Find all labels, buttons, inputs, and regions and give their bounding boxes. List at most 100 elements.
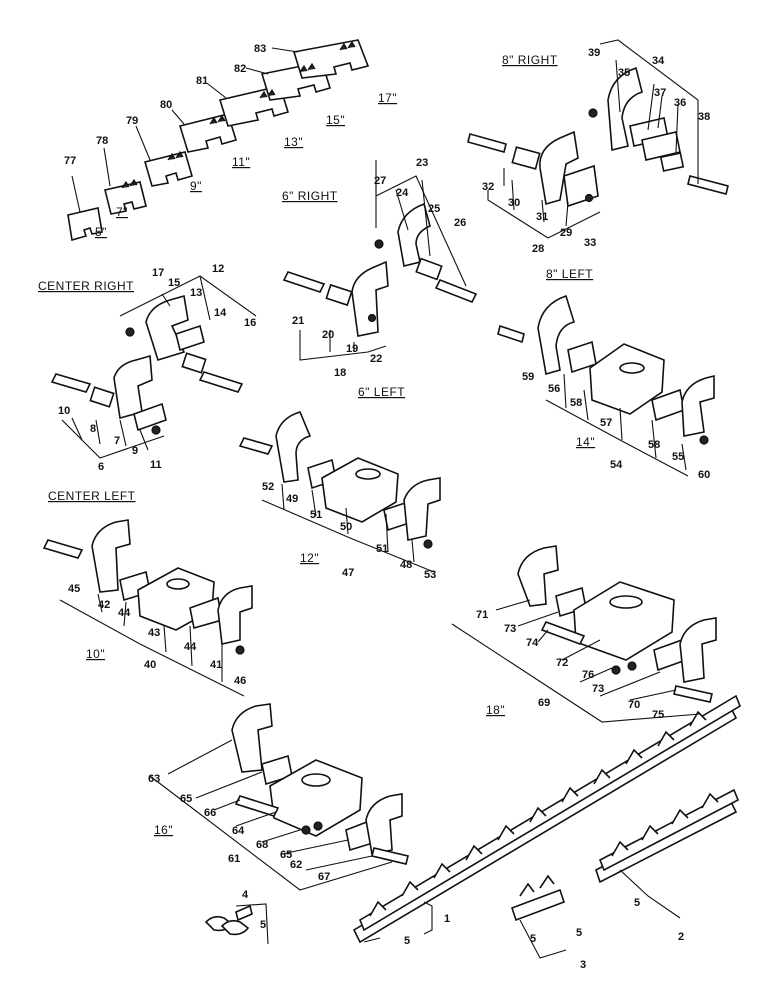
callout-23: 23 xyxy=(416,157,428,169)
callout-52: 52 xyxy=(262,481,274,493)
callout-27: 27 xyxy=(374,175,386,187)
callout-80: 80 xyxy=(160,99,172,111)
callout-82: 82 xyxy=(234,63,246,75)
callout-58a: 58 xyxy=(570,397,582,409)
chain-4 xyxy=(204,904,253,936)
callout-35: 35 xyxy=(618,67,630,79)
label-14: 14" xyxy=(576,435,595,449)
callout-67: 67 xyxy=(318,871,330,883)
callout-77: 77 xyxy=(64,155,76,167)
callout-61: 61 xyxy=(228,853,240,865)
callout-68: 68 xyxy=(256,839,268,851)
callout-65a: 65 xyxy=(180,793,192,805)
callout-21: 21 xyxy=(292,315,304,327)
chain-1 xyxy=(352,694,741,944)
stepped-plate-leaders xyxy=(71,47,299,213)
callout-73b: 73 xyxy=(592,683,604,695)
assembly-8-left xyxy=(467,130,599,208)
callout-6: 6 xyxy=(98,461,104,473)
bracket-leaders xyxy=(59,39,701,959)
callout-71: 71 xyxy=(476,609,488,621)
callout-26: 26 xyxy=(454,217,466,229)
callout-41: 41 xyxy=(210,659,222,671)
callout-13: 13 xyxy=(190,287,202,299)
callout-39: 39 xyxy=(588,47,600,59)
label-17: 17" xyxy=(378,91,397,105)
callout-51a: 51 xyxy=(310,509,322,521)
callout-42: 42 xyxy=(98,599,110,611)
callout-30: 30 xyxy=(508,197,520,209)
callout-78: 78 xyxy=(96,135,108,147)
callout-46: 46 xyxy=(234,675,246,687)
callout-45: 45 xyxy=(68,583,80,595)
label-13: 13" xyxy=(284,135,303,149)
callout-79: 79 xyxy=(126,115,138,127)
callout-70: 70 xyxy=(628,699,640,711)
callout-51b: 51 xyxy=(376,543,388,555)
callout-numbers: 1 2 3 4 5 5 5 5 5 6 7 8 9 10 11 12 13 14… xyxy=(58,43,710,971)
callout-76: 76 xyxy=(582,669,594,681)
callout-37: 37 xyxy=(654,87,666,99)
label-8-right: 8" RIGHT xyxy=(502,53,558,67)
callout-57: 57 xyxy=(600,417,612,429)
callout-2: 2 xyxy=(678,931,684,943)
callout-58b: 58 xyxy=(648,439,660,451)
callout-63: 63 xyxy=(148,773,160,785)
label-18: 18" xyxy=(486,703,505,717)
label-6-left: 6" LEFT xyxy=(358,385,405,399)
label-9: 9" xyxy=(190,179,202,193)
callout-40: 40 xyxy=(144,659,156,671)
callout-12: 12 xyxy=(212,263,224,275)
callout-60: 60 xyxy=(698,469,710,481)
callout-5e: 5 xyxy=(634,897,640,909)
callout-18: 18 xyxy=(334,367,346,379)
label-15: 15" xyxy=(326,113,345,127)
callout-75: 75 xyxy=(652,709,664,721)
callout-73a: 73 xyxy=(504,623,516,635)
callout-47: 47 xyxy=(342,567,354,579)
callout-22: 22 xyxy=(370,353,382,365)
callout-7: 7 xyxy=(114,435,120,447)
callout-4: 4 xyxy=(242,889,249,901)
callout-44a: 44 xyxy=(118,607,131,619)
callout-55: 55 xyxy=(672,451,684,463)
callout-62: 62 xyxy=(290,859,302,871)
callout-59: 59 xyxy=(522,371,534,383)
label-6-right: 6" RIGHT xyxy=(282,189,338,203)
callout-28: 28 xyxy=(532,243,544,255)
callout-49: 49 xyxy=(286,493,298,505)
callout-65b: 65 xyxy=(280,849,292,861)
label-10: 10" xyxy=(86,647,105,661)
callout-5b: 5 xyxy=(404,935,410,947)
callout-10: 10 xyxy=(58,405,70,417)
callout-31: 31 xyxy=(536,211,548,223)
callout-50: 50 xyxy=(340,521,352,533)
callout-64: 64 xyxy=(232,825,245,837)
callout-14: 14 xyxy=(214,307,227,319)
callout-36: 36 xyxy=(674,97,686,109)
assembly-6-right xyxy=(374,202,478,304)
callout-74: 74 xyxy=(526,637,539,649)
callout-56: 56 xyxy=(548,383,560,395)
label-8-left: 8" LEFT xyxy=(546,267,593,281)
label-11: 11" xyxy=(232,155,250,169)
callout-5c: 5 xyxy=(530,933,536,945)
assembly-18 xyxy=(517,545,717,703)
assembly-14 xyxy=(497,294,715,445)
label-center-right: CENTER RIGHT xyxy=(38,279,134,293)
assembly-6-left xyxy=(282,260,389,337)
callout-15: 15 xyxy=(168,277,180,289)
assembly-center-left xyxy=(50,354,167,435)
chain-2 xyxy=(595,788,740,884)
callout-9: 9 xyxy=(132,445,138,457)
label-5: 5" xyxy=(95,225,107,239)
callout-33: 33 xyxy=(584,237,596,249)
callout-44b: 44 xyxy=(184,641,197,653)
callout-17: 17 xyxy=(152,267,164,279)
callout-8: 8 xyxy=(90,423,96,435)
group-titles: 5" 7" 9" 11" 13" 15" 17" 8" RIGHT 8" LEF… xyxy=(38,53,595,837)
chain-3 xyxy=(510,874,566,922)
stepped-plates xyxy=(67,39,370,242)
callout-24: 24 xyxy=(396,187,409,199)
